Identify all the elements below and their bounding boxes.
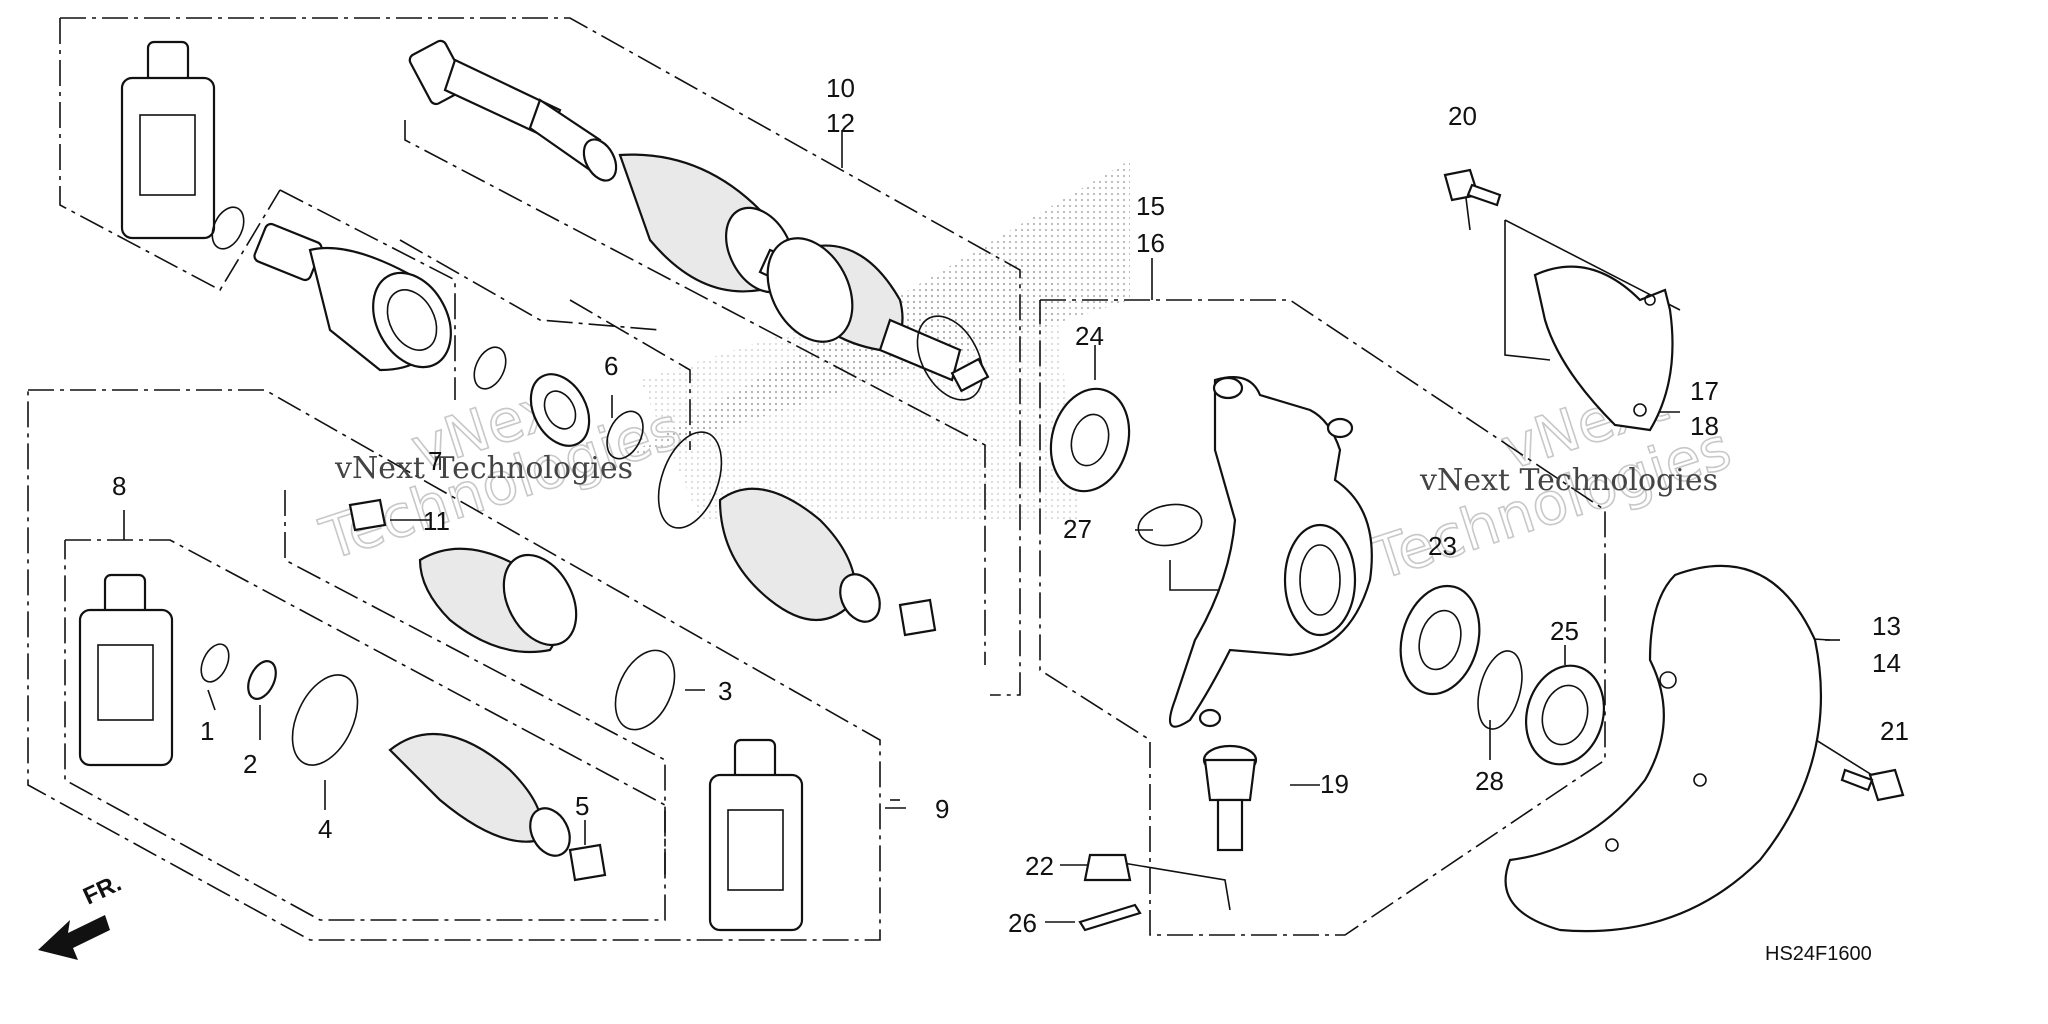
callout-13: 13 — [1872, 611, 1901, 641]
oil-bottle-top — [120, 40, 216, 240]
callout-22: 22 — [1025, 851, 1054, 881]
boot-bands — [348, 498, 937, 882]
snap-ring-27 — [1137, 503, 1203, 547]
callout-28: 28 — [1475, 766, 1504, 796]
cotter-pin-26 — [1078, 903, 1142, 932]
circlips — [200, 206, 644, 700]
callout-14: 14 — [1872, 648, 1901, 678]
callout-9: 9 — [935, 794, 949, 824]
callout-17: 17 — [1690, 376, 1719, 406]
callout-2: 2 — [243, 749, 257, 779]
callout-5: 5 — [575, 791, 589, 821]
callout-24: 24 — [1075, 321, 1104, 351]
callout-10: 10 — [826, 73, 855, 103]
drive-axle-assembly — [408, 39, 990, 401]
oil-bottle-8 — [78, 573, 174, 767]
svg-text:FR.: FR. — [79, 870, 125, 911]
callout-11: 11 — [423, 506, 450, 536]
group-box-axle-assembly — [60, 17, 1021, 696]
svg-text:vNext Technologies: vNext Technologies — [334, 451, 633, 486]
callout-19: 19 — [1320, 769, 1349, 799]
boot-lower-right — [418, 547, 676, 731]
callout-25: 25 — [1550, 616, 1579, 646]
group-box-9 — [27, 389, 881, 941]
ball-joint-19 — [1202, 744, 1258, 852]
callout-7: 7 — [428, 446, 442, 476]
bearing-24 — [1049, 387, 1131, 493]
leader-lines — [123, 130, 1881, 923]
castle-nut-22 — [1083, 853, 1132, 882]
callout-16: 16 — [1136, 228, 1165, 258]
callout-1: 1 — [200, 716, 214, 746]
callout-3: 3 — [718, 676, 732, 706]
group-box-boot — [284, 490, 666, 880]
group-box-8 — [64, 539, 666, 921]
callout-8: 8 — [112, 471, 126, 501]
callout-26: 26 — [1008, 908, 1037, 938]
callout-23: 23 — [1428, 531, 1457, 561]
callout-6: 6 — [604, 351, 618, 381]
callout-15: 15 — [1136, 191, 1165, 221]
group-box-knuckle — [1039, 299, 1606, 936]
cv-cage — [529, 373, 591, 447]
callout-18: 18 — [1690, 411, 1719, 441]
group-boxes — [27, 17, 1606, 941]
boot-middle — [657, 431, 881, 623]
boot-lower-left — [291, 674, 571, 857]
bracket-17-18 — [1533, 265, 1674, 432]
bearing-23 — [1399, 584, 1481, 696]
callout-12: 12 — [826, 108, 855, 138]
diagram-code: HS24F1600 — [1765, 943, 1872, 965]
oil-bottle-9 — [708, 738, 804, 932]
callout-20: 20 — [1448, 101, 1477, 131]
inner-cv-joint — [253, 222, 452, 372]
steering-knuckle — [1168, 376, 1373, 728]
callout-4: 4 — [318, 814, 332, 844]
seal-25 — [1524, 664, 1606, 766]
watermark: vNext Technologies vNext Technologies — [334, 451, 1718, 498]
snap-ring-28 — [1477, 650, 1523, 730]
group-box-oil — [59, 18, 281, 292]
group-box-joint-parts — [404, 120, 986, 665]
svg-text:vNext Technologies: vNext Technologies — [1419, 463, 1718, 498]
bolt-20 — [1443, 168, 1502, 207]
callout-21: 21 — [1880, 716, 1909, 746]
dust-shield-13-14 — [1504, 564, 1823, 933]
callout-numbers: 1 2 3 4 5 6 7 8 9 10 11 12 13 14 15 16 1… — [112, 73, 1909, 938]
bolt-21 — [1840, 768, 1905, 802]
callout-27: 27 — [1063, 514, 1092, 544]
front-direction-arrow: FR. — [38, 870, 126, 960]
